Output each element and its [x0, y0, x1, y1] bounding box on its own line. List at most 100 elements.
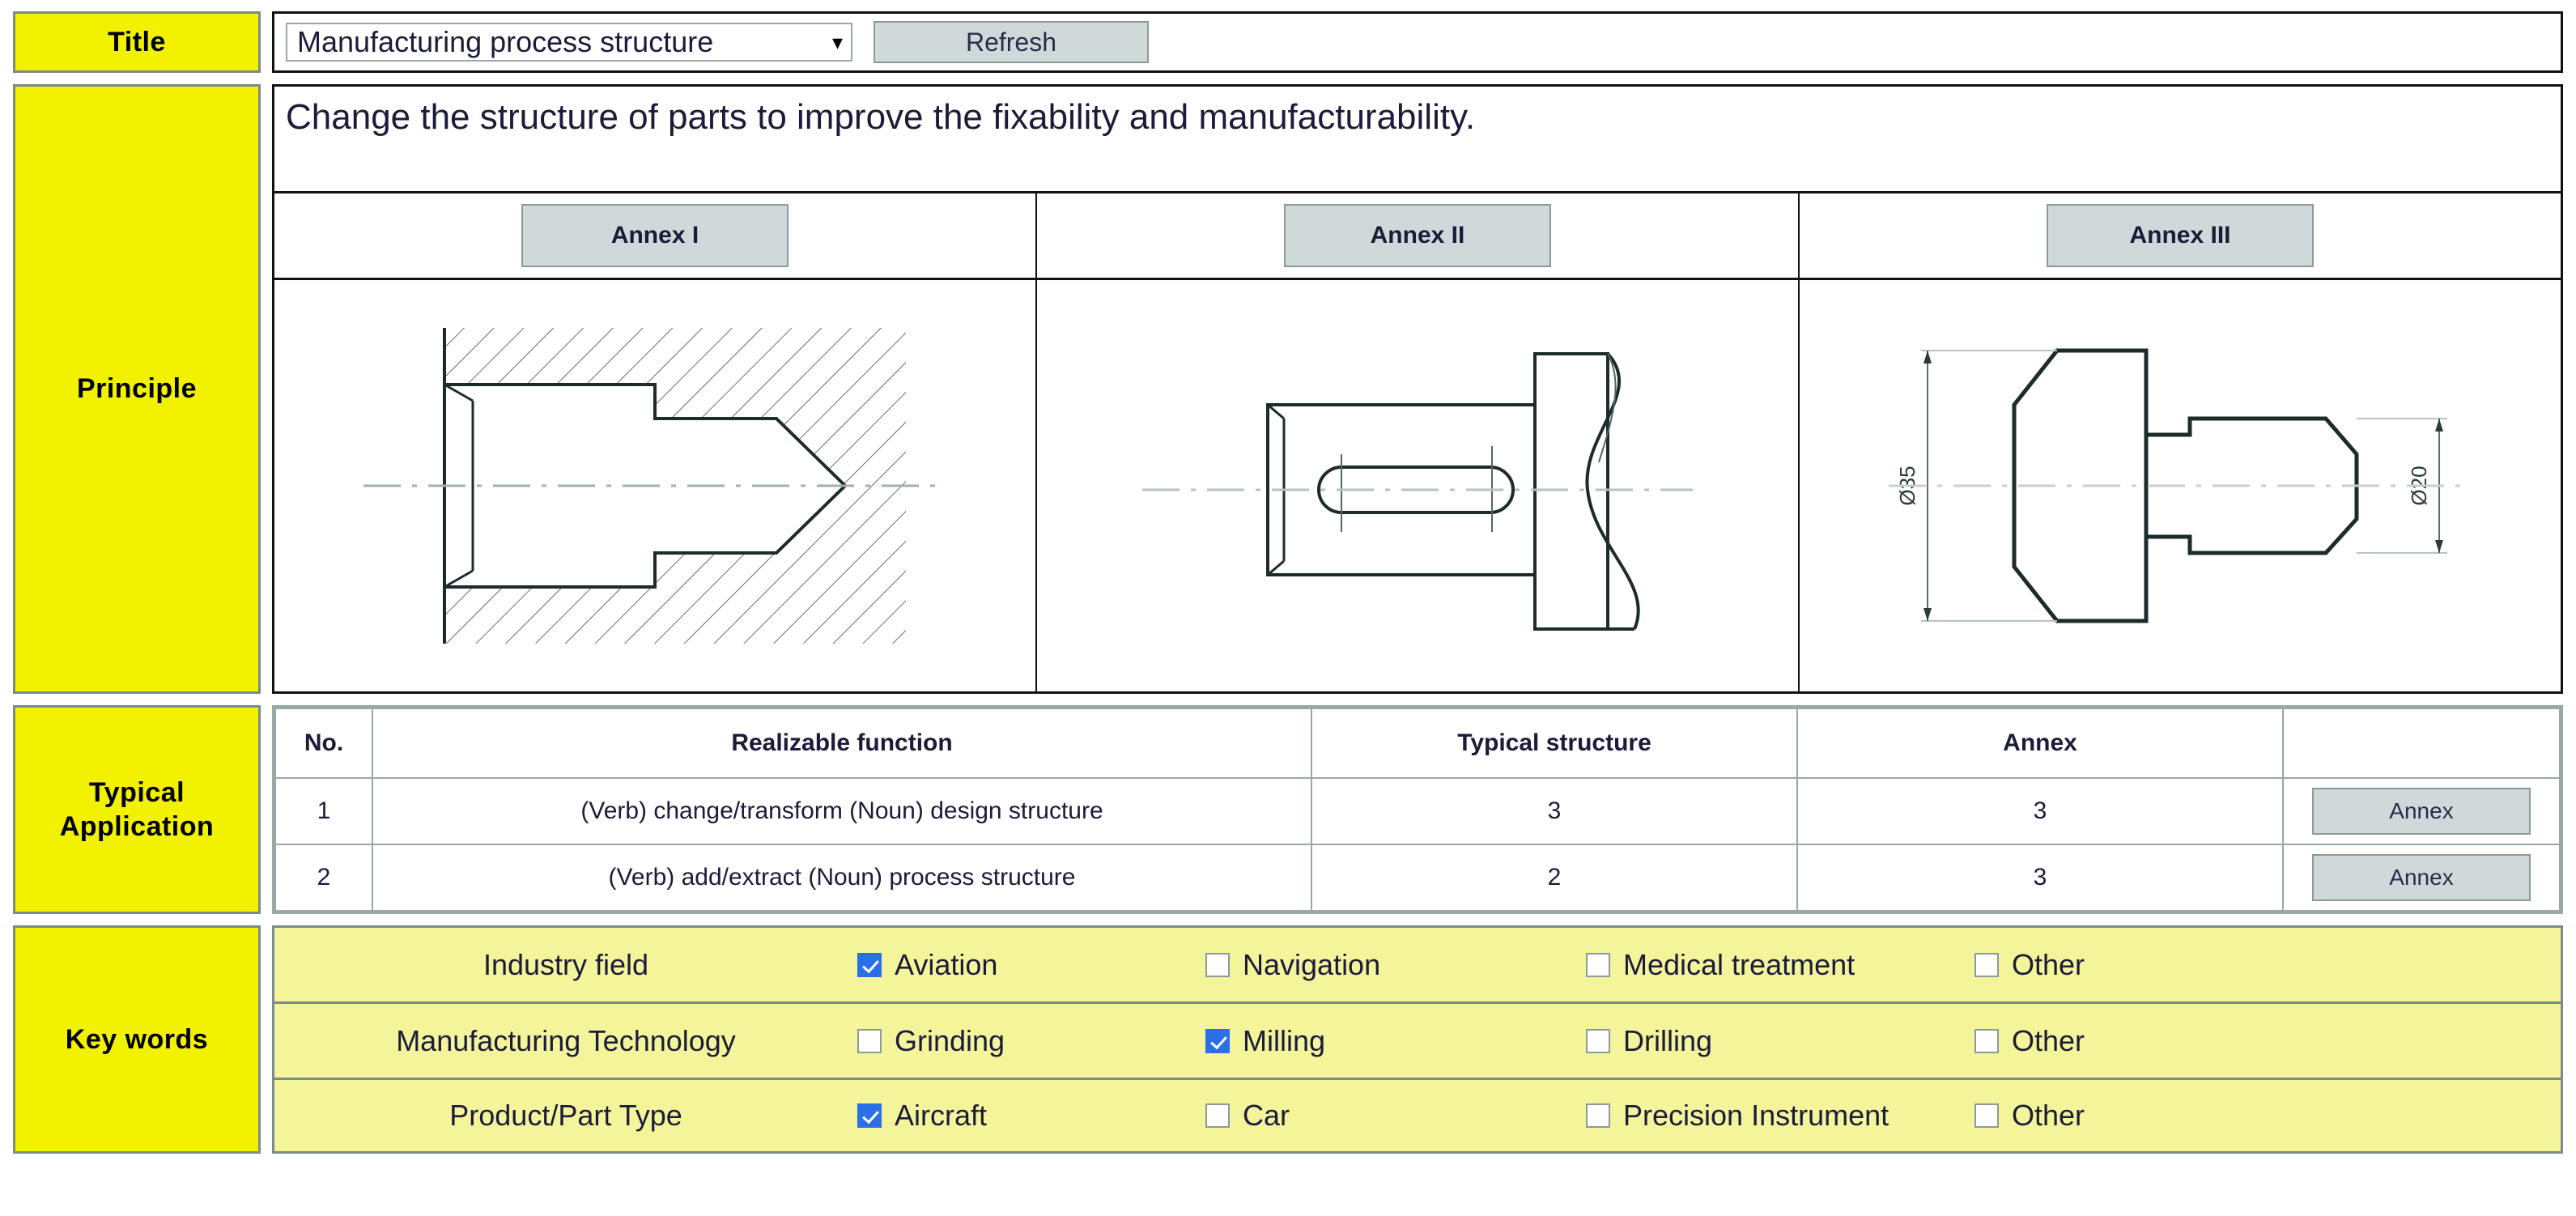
checkbox-aircraft-label: Aircraft	[895, 1099, 988, 1132]
row-1-annex: 3	[1796, 777, 2284, 845]
checkbox-medical-treatment-label: Medical treatment	[1623, 947, 1855, 981]
principle-description-box: Change the structure of parts to improve…	[272, 84, 2563, 191]
annex-figure-row: Ø35 Ø20	[272, 278, 2563, 694]
row-2-no: 2	[274, 844, 373, 912]
chevron-down-icon: ▾	[831, 29, 843, 54]
principle-description: Change the structure of parts to improve…	[286, 97, 1476, 137]
checkbox-option-precision-instrument[interactable]: Precision Instrument	[1586, 1099, 1975, 1133]
checkbox-product-other-icon[interactable]	[1975, 1103, 1999, 1128]
checkbox-option-grinding[interactable]: Grinding	[857, 1024, 1205, 1058]
principle-content: Change the structure of parts to improve…	[272, 84, 2563, 694]
annex-iii-figure: Ø35 Ø20	[1889, 348, 2472, 623]
checkbox-industry-other-icon[interactable]	[1975, 952, 1999, 977]
annex-tab-bar: Annex I Annex II Annex III	[272, 191, 2563, 278]
annex-tab-3-button[interactable]: Annex III	[2047, 204, 2314, 267]
checkbox-drilling-label: Drilling	[1623, 1023, 1713, 1057]
checkbox-option-drilling[interactable]: Drilling	[1586, 1024, 1975, 1058]
row-1-structure: 3	[1311, 777, 1798, 845]
row-1-action-cell: Annex	[2282, 777, 2561, 845]
checkbox-option-navigation[interactable]: Navigation	[1205, 948, 1586, 982]
column-header-structure: Typical structure	[1311, 708, 1798, 779]
row-1-no: 1	[274, 777, 373, 845]
principle-label: Principle	[13, 84, 261, 694]
checkbox-option-aviation[interactable]: Aviation	[857, 948, 1205, 982]
annex-tab-cell-3: Annex III	[1800, 193, 2561, 278]
refresh-button[interactable]: Refresh	[874, 21, 1149, 63]
table-row: 2 (Verb) add/extract (Noun) process stru…	[274, 844, 2561, 912]
typical-application-row: Typical Application No. Realizable funct…	[13, 705, 2563, 914]
key-words-row: Key words Industry field Aviation Naviga…	[13, 925, 2563, 1154]
title-row: Title Manufacturing process structure ▾ …	[13, 11, 2563, 73]
key-words-industry-options: Aviation Navigation Medical treatment	[857, 948, 2561, 982]
checkbox-option-industry-other[interactable]: Other	[1975, 948, 2085, 982]
annex-tab-1-button[interactable]: Annex I	[521, 204, 789, 267]
annex-ii-figure-cell	[1037, 280, 1800, 691]
key-words-content: Industry field Aviation Navigation Me	[272, 925, 2563, 1154]
annex-tab-cell-1: Annex I	[274, 193, 1037, 278]
column-header-action	[2282, 708, 2561, 779]
checkbox-option-aircraft[interactable]: Aircraft	[857, 1099, 1205, 1133]
key-words-industry-title: Industry field	[482, 947, 649, 981]
row-2-function: (Verb) add/extract (Noun) process struct…	[372, 844, 1312, 912]
typical-application-table: No. Realizable function Typical structur…	[274, 708, 2561, 912]
checkbox-precision-instrument-label: Precision Instrument	[1623, 1099, 1889, 1132]
checkbox-drilling-icon[interactable]	[1586, 1028, 1610, 1053]
checkbox-car-icon[interactable]	[1205, 1103, 1230, 1128]
checkbox-aviation-icon[interactable]	[857, 952, 882, 977]
annex-i-figure	[363, 328, 946, 644]
row-1-annex-button[interactable]: Annex	[2312, 788, 2531, 835]
checkbox-option-milling[interactable]: Milling	[1205, 1024, 1586, 1058]
checkbox-product-other-label: Other	[2012, 1099, 2085, 1132]
checkbox-medical-treatment-icon[interactable]	[1586, 952, 1610, 977]
checkbox-navigation-icon[interactable]	[1205, 952, 1230, 977]
checkbox-grinding-label: Grinding	[895, 1023, 1005, 1057]
row-2-annex-button[interactable]: Annex	[2312, 854, 2531, 901]
row-2-action-cell: Annex	[2282, 844, 2561, 912]
key-words-row-product: Product/Part Type Aircraft Car Precis	[272, 1078, 2563, 1154]
checkbox-option-manufacturing-other[interactable]: Other	[1975, 1024, 2085, 1058]
key-words-row-manufacturing: Manufacturing Technology Grinding Millin…	[272, 1001, 2563, 1078]
checkbox-milling-label: Milling	[1243, 1023, 1326, 1057]
checkbox-option-product-other[interactable]: Other	[1975, 1099, 2085, 1133]
row-2-annex: 3	[1796, 844, 2284, 912]
annex-tab-cell-2: Annex II	[1037, 193, 1800, 278]
key-words-product-options: Aircraft Car Precision Instrument O	[857, 1099, 2561, 1133]
checkbox-navigation-label: Navigation	[1243, 947, 1381, 981]
column-header-annex: Annex	[1796, 708, 2284, 779]
title-select[interactable]: Manufacturing process structure ▾	[286, 23, 852, 62]
checkbox-milling-icon[interactable]	[1205, 1028, 1230, 1053]
row-2-structure: 2	[1311, 844, 1798, 912]
title-label: Title	[13, 11, 261, 73]
checkbox-car-label: Car	[1243, 1099, 1290, 1132]
key-words-product-title: Product/Part Type	[449, 1099, 682, 1132]
key-words-row-industry: Industry field Aviation Navigation Me	[272, 925, 2563, 1001]
title-select-value: Manufacturing process structure	[297, 25, 714, 58]
checkbox-aviation-label: Aviation	[895, 947, 998, 981]
typical-application-label-text: Typical Application	[59, 776, 215, 843]
annex-tab-2-button[interactable]: Annex II	[1284, 204, 1551, 267]
checkbox-manufacturing-other-label: Other	[2012, 1023, 2085, 1057]
typical-application-content: No. Realizable function Typical structur…	[272, 705, 2563, 914]
typical-application-label: Typical Application	[13, 705, 261, 914]
title-content: Manufacturing process structure ▾ Refres…	[272, 11, 2563, 73]
annex-i-figure-cell	[274, 280, 1037, 691]
annex-ii-figure	[1142, 352, 1693, 631]
checkbox-precision-instrument-icon[interactable]	[1586, 1103, 1610, 1128]
checkbox-manufacturing-other-icon[interactable]	[1975, 1028, 1999, 1053]
table-header-row: No. Realizable function Typical structur…	[274, 708, 2561, 779]
checkbox-option-car[interactable]: Car	[1205, 1099, 1586, 1133]
checkbox-grinding-icon[interactable]	[857, 1028, 882, 1053]
checkbox-aircraft-icon[interactable]	[857, 1103, 882, 1128]
key-words-label: Key words	[13, 925, 261, 1154]
key-words-manufacturing-options: Grinding Milling Drilling Other	[857, 1024, 2561, 1058]
key-words-manufacturing-title: Manufacturing Technology	[396, 1023, 736, 1057]
annex-iii-figure-cell: Ø35 Ø20	[1800, 280, 2561, 691]
title-bar: Manufacturing process structure ▾ Refres…	[274, 14, 2561, 70]
table-row: 1 (Verb) change/transform (Noun) design …	[274, 777, 2561, 845]
form-grid: Title Manufacturing process structure ▾ …	[13, 11, 2563, 1154]
principle-row: Principle Change the structure of parts …	[13, 84, 2563, 694]
checkbox-option-medical-treatment[interactable]: Medical treatment	[1586, 948, 1975, 982]
row-1-function: (Verb) change/transform (Noun) design st…	[372, 777, 1312, 845]
column-header-function: Realizable function	[372, 708, 1312, 779]
